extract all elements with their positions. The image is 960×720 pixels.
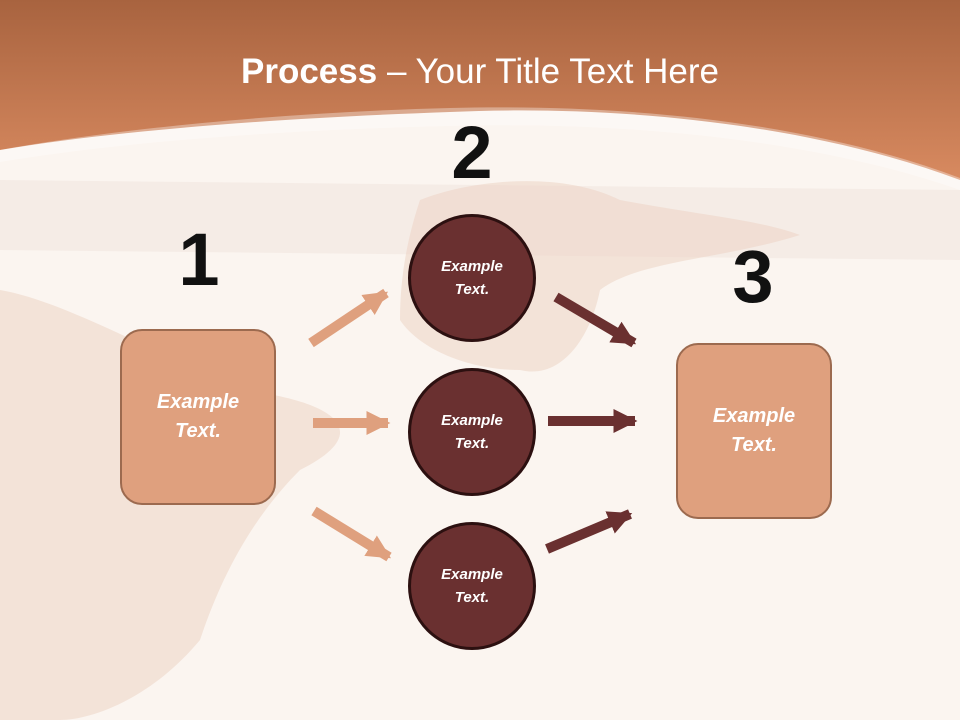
- circle-middle: Example Text.: [408, 368, 536, 496]
- right-box: Example Text.: [676, 343, 832, 519]
- arrow-top-to-right: [553, 292, 637, 348]
- circle-bottom-label: Example Text.: [441, 566, 503, 606]
- circle-top: Example Text.: [408, 214, 536, 342]
- title-strong: Process: [241, 52, 378, 91]
- step-number-3: 3: [732, 235, 774, 318]
- left-box: Example Text.: [120, 329, 276, 505]
- title-separator: –: [377, 52, 416, 91]
- page-title: Process – Your Title Text Here: [0, 52, 960, 92]
- arrow-left-to-top: [308, 288, 389, 348]
- right-box-label: Example Text.: [712, 405, 796, 456]
- step-number-1: 1: [178, 218, 220, 301]
- circle-bottom: Example Text.: [408, 522, 536, 650]
- title-rest: Your Title Text Here: [415, 52, 720, 91]
- arrow-bottom-to-right: [545, 509, 633, 554]
- header-band: [0, 0, 960, 180]
- header-highlight: [0, 107, 960, 190]
- circle-middle-label: Example Text.: [441, 412, 503, 452]
- step-number-2: 2: [451, 111, 493, 194]
- arrow-left-to-bottom: [311, 506, 392, 562]
- circle-top-label: Example Text.: [441, 258, 503, 298]
- left-box-label: Example Text.: [156, 391, 240, 442]
